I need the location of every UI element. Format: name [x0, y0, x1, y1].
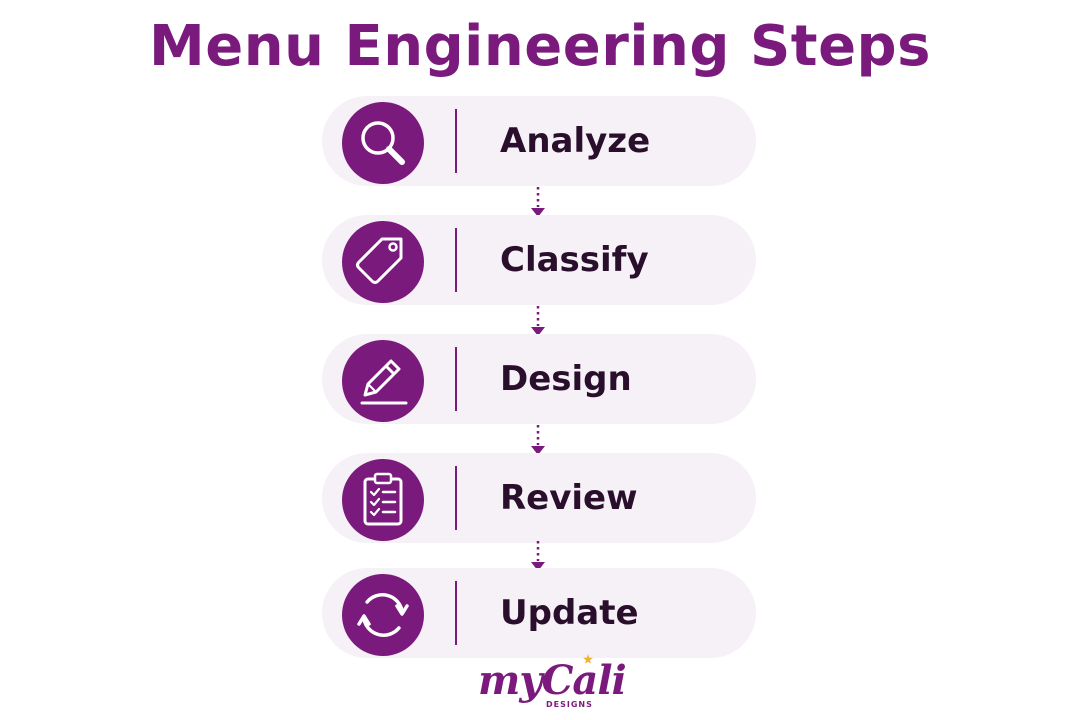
step-divider	[455, 347, 457, 411]
diagram-title: Menu Engineering Steps	[149, 14, 931, 79]
step-divider	[455, 581, 457, 645]
dotted-down-arrow-icon	[531, 187, 545, 217]
step-divider	[455, 228, 457, 292]
clipboard-checklist-icon	[342, 459, 424, 541]
step-label: Review	[500, 478, 638, 518]
dotted-down-arrow-icon	[531, 425, 545, 455]
step-label: Classify	[500, 240, 649, 280]
step-divider	[455, 466, 457, 530]
dotted-down-arrow-icon	[531, 306, 545, 336]
price-tag-icon	[342, 221, 424, 303]
mycali-designs-logo: myCali DESIGNS	[470, 652, 627, 718]
step-analyze: Analyze	[322, 96, 756, 186]
star-icon	[583, 654, 593, 664]
logo-tagline: DESIGNS	[546, 700, 593, 709]
step-divider	[455, 109, 457, 173]
step-update: Update	[322, 568, 756, 658]
dotted-down-arrow-icon	[531, 541, 545, 571]
step-design: Design	[322, 334, 756, 424]
step-classify: Classify	[322, 215, 756, 305]
logo-wordmark: myCali	[478, 657, 627, 704]
step-review: Review	[322, 453, 756, 543]
step-label: Design	[500, 359, 632, 399]
refresh-arrows-icon	[342, 574, 424, 656]
step-label: Analyze	[500, 121, 651, 161]
step-label: Update	[500, 593, 639, 633]
pencil-icon	[342, 340, 424, 422]
magnifying-glass-icon	[342, 102, 424, 184]
